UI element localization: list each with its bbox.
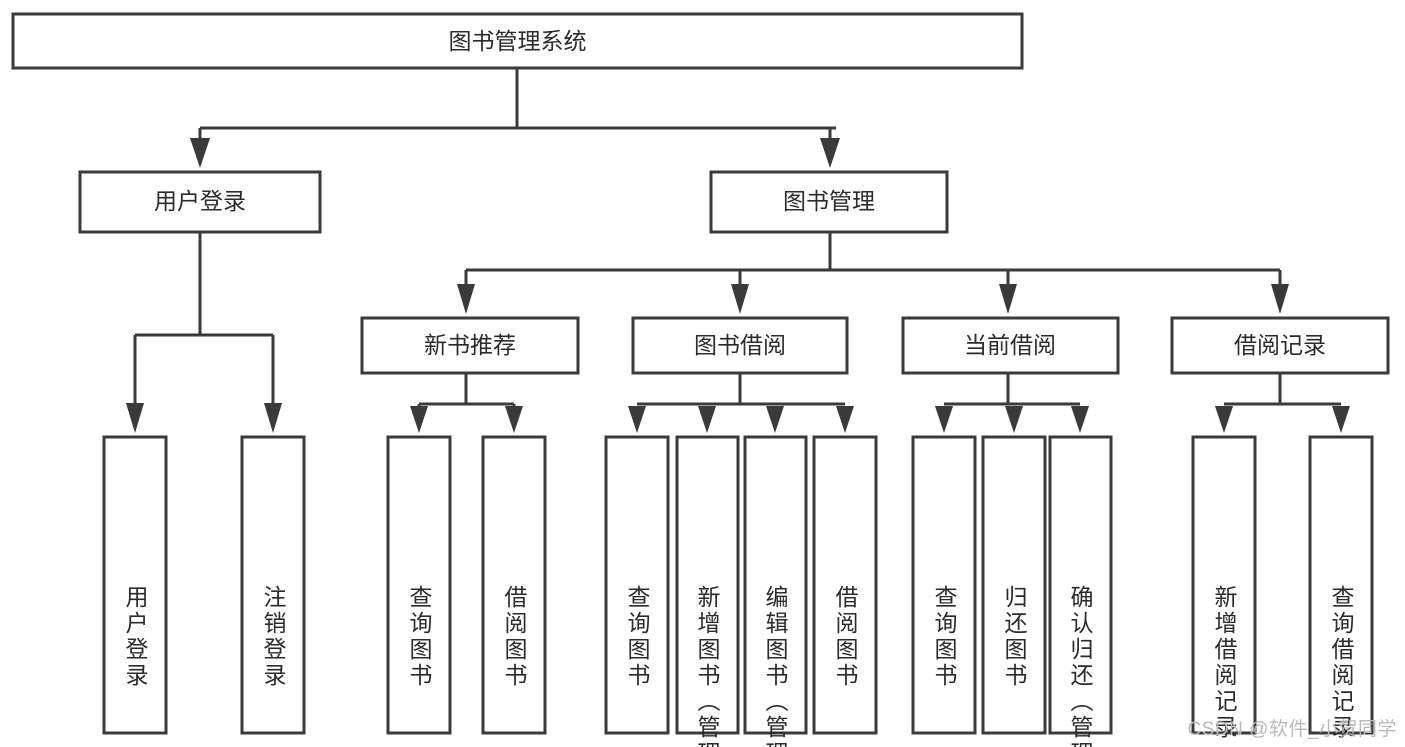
arrow-head-leaf-12 bbox=[1215, 406, 1233, 433]
node-book-management-box[interactable] bbox=[709, 170, 949, 234]
leaf-node[interactable]: 用户登录 bbox=[102, 435, 168, 735]
leaf-node[interactable]: 确认归还（管理员） bbox=[1048, 435, 1113, 747]
node-book-management-label: 图书管理 bbox=[783, 188, 875, 214]
node-borrow-records-box[interactable] bbox=[1170, 316, 1390, 375]
leaf-label: 查询图书 bbox=[931, 585, 958, 689]
leaf-box[interactable] bbox=[675, 435, 740, 735]
leaf-node[interactable]: 借阅图书 bbox=[812, 435, 878, 735]
arrow-head-to-new-book bbox=[457, 284, 475, 314]
leaf-box[interactable] bbox=[386, 435, 452, 735]
leaf-box[interactable] bbox=[1308, 435, 1374, 735]
leaf-node[interactable]: 编辑图书（管理员） bbox=[743, 435, 808, 747]
node-borrow-records[interactable]: 借阅记录 bbox=[1170, 316, 1390, 375]
leaf-node[interactable]: 归还图书 bbox=[981, 435, 1047, 735]
leaf-label: 编辑图书（管理员） bbox=[762, 585, 789, 747]
node-new-book-recommend-box[interactable] bbox=[360, 316, 580, 375]
arrow-head-to-records bbox=[1271, 284, 1289, 314]
leaf-box[interactable] bbox=[981, 435, 1047, 735]
leaf-label: 借阅图书 bbox=[501, 585, 528, 689]
leaf-label: 借阅图书 bbox=[832, 585, 859, 689]
connector-group-borrow bbox=[628, 373, 854, 433]
node-user-login-box[interactable] bbox=[78, 170, 322, 234]
leaf-box[interactable] bbox=[1191, 435, 1257, 735]
node-borrow-records-label: 借阅记录 bbox=[1234, 332, 1326, 358]
connector-group-user-login bbox=[126, 232, 282, 433]
arrow-head-to-borrow bbox=[731, 284, 749, 314]
node-new-book-recommend[interactable]: 新书推荐 bbox=[360, 316, 580, 375]
connector-group-book-mgmt bbox=[457, 232, 1289, 314]
node-current-borrow[interactable]: 当前借阅 bbox=[901, 316, 1120, 375]
arrow-head-leaf-3 bbox=[410, 406, 428, 433]
leaf-node[interactable]: 查询图书 bbox=[386, 435, 452, 735]
node-new-book-recommend-label: 新书推荐 bbox=[424, 332, 516, 358]
leaf-box[interactable] bbox=[481, 435, 547, 735]
leaf-node[interactable]: 新增借阅记录 bbox=[1191, 435, 1257, 741]
arrow-head-to-current bbox=[999, 284, 1017, 314]
leaf-label: 新增借阅记录 bbox=[1211, 585, 1238, 741]
arrow-head-leaf-8 bbox=[836, 406, 854, 433]
leaf-box[interactable] bbox=[604, 435, 670, 735]
node-root[interactable]: 图书管理系统 bbox=[11, 12, 1024, 70]
arrow-head-leaf-6 bbox=[698, 406, 716, 433]
leaf-label: 注销登录 bbox=[260, 585, 287, 689]
arrow-head-leaf-10 bbox=[1005, 406, 1023, 433]
node-book-borrow-label: 图书借阅 bbox=[694, 332, 786, 358]
leaf-label: 归还图书 bbox=[1001, 585, 1028, 689]
arrow-head-to-user-login bbox=[190, 138, 210, 168]
arrow-head-leaf-13 bbox=[1332, 406, 1350, 433]
leaf-label: 新增图书（管理员） bbox=[694, 585, 721, 747]
leaf-node[interactable]: 注销登录 bbox=[240, 435, 306, 735]
leaf-label: 用户登录 bbox=[122, 585, 149, 689]
leaf-label: 查询借阅记录 bbox=[1328, 585, 1355, 741]
leaf-node[interactable]: 借阅图书 bbox=[481, 435, 547, 735]
leaf-node[interactable]: 查询借阅记录 bbox=[1308, 435, 1374, 741]
arrow-head-leaf-5 bbox=[628, 406, 646, 433]
leaf-box[interactable] bbox=[102, 435, 168, 735]
leaf-label: 确认归还（管理员） bbox=[1067, 585, 1094, 747]
node-book-borrow-box[interactable] bbox=[631, 316, 849, 375]
leaf-box[interactable] bbox=[911, 435, 977, 735]
leaf-box[interactable] bbox=[1048, 435, 1113, 735]
node-book-borrow[interactable]: 图书借阅 bbox=[631, 316, 849, 375]
leaf-box[interactable] bbox=[743, 435, 808, 735]
arrow-head-leaf-7 bbox=[766, 406, 784, 433]
arrow-head-to-book-mgmt bbox=[820, 138, 840, 168]
node-root-label: 图书管理系统 bbox=[449, 28, 587, 54]
node-user-login[interactable]: 用户登录 bbox=[78, 170, 322, 234]
node-current-borrow-label: 当前借阅 bbox=[964, 332, 1056, 358]
leaf-box[interactable] bbox=[812, 435, 878, 735]
leaf-label: 查询图书 bbox=[624, 585, 651, 689]
leaf-node[interactable]: 新增图书（管理员） bbox=[675, 435, 740, 747]
leaf-label: 查询图书 bbox=[406, 585, 433, 689]
node-book-management[interactable]: 图书管理 bbox=[709, 170, 949, 234]
connector-group-current bbox=[935, 373, 1089, 433]
arrow-head-leaf-2 bbox=[264, 403, 282, 433]
node-root-box[interactable] bbox=[11, 12, 1024, 70]
leaf-box[interactable] bbox=[240, 435, 306, 735]
arrow-head-leaf-1 bbox=[126, 403, 144, 433]
node-current-borrow-box[interactable] bbox=[901, 316, 1120, 375]
arrow-head-leaf-9 bbox=[935, 406, 953, 433]
leaf-node[interactable]: 查询图书 bbox=[911, 435, 977, 735]
connector-group-root bbox=[190, 68, 840, 168]
node-user-login-label: 用户登录 bbox=[154, 188, 246, 214]
arrow-head-leaf-4 bbox=[505, 406, 523, 433]
connector-group-records bbox=[1215, 373, 1350, 433]
leaf-node[interactable]: 查询图书 bbox=[604, 435, 670, 735]
arrow-head-leaf-11 bbox=[1071, 406, 1089, 433]
connector-group-new-book bbox=[410, 373, 523, 433]
